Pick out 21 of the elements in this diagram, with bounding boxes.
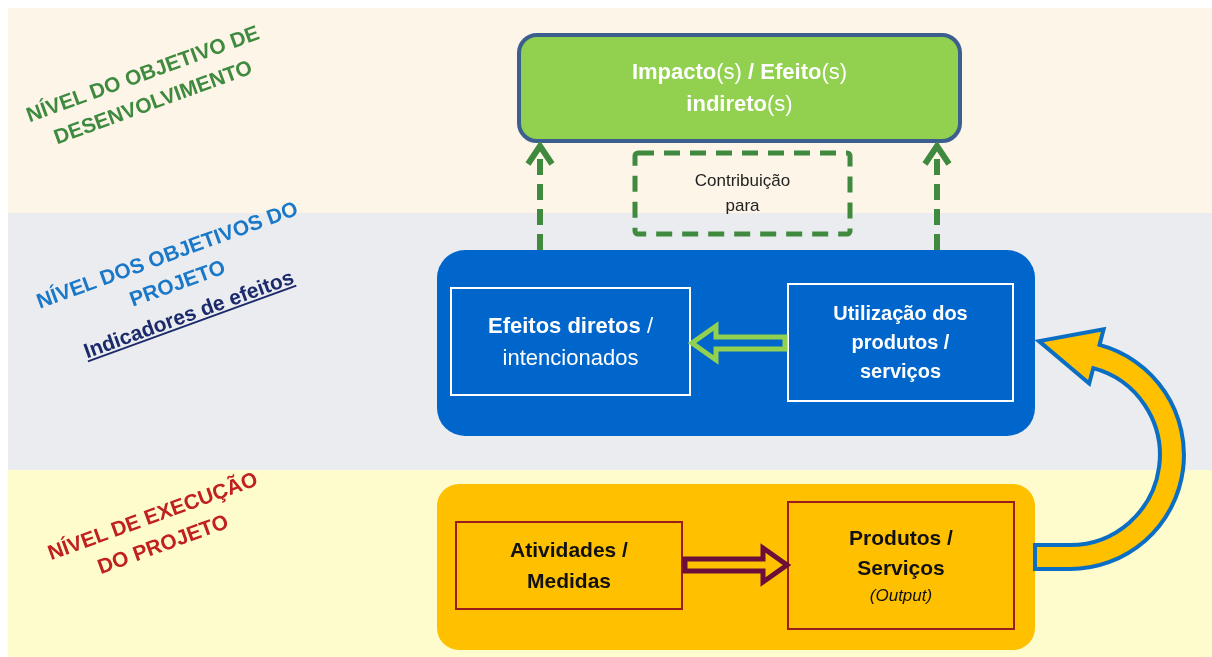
box-label: Produtos / Serviços xyxy=(848,524,954,582)
process-box xyxy=(787,501,1015,630)
contribution-box xyxy=(632,150,853,237)
curved-arrow xyxy=(1033,327,1186,571)
impact-box xyxy=(517,33,962,143)
box-label: Impacto(s) / Efeito(s) indireto(s) xyxy=(630,58,849,118)
dashed-arrow xyxy=(525,143,555,250)
objectives-panel xyxy=(437,250,1035,436)
process-box xyxy=(450,287,691,396)
box-label: Utilização dos produtos / serviços xyxy=(832,301,969,384)
box-label: Atividades / Medidas xyxy=(509,537,629,594)
execution-panel xyxy=(437,484,1035,650)
process-box xyxy=(455,521,683,610)
block-arrow xyxy=(682,543,792,587)
dashed-arrow xyxy=(922,143,952,250)
block-arrow xyxy=(687,321,788,365)
level-band xyxy=(8,470,1212,657)
process-box xyxy=(787,283,1014,402)
box-label: Contribuição para xyxy=(693,169,792,217)
output-note: (Output) xyxy=(869,584,933,607)
box-label: Efeitos diretos / intencionados xyxy=(486,311,654,372)
